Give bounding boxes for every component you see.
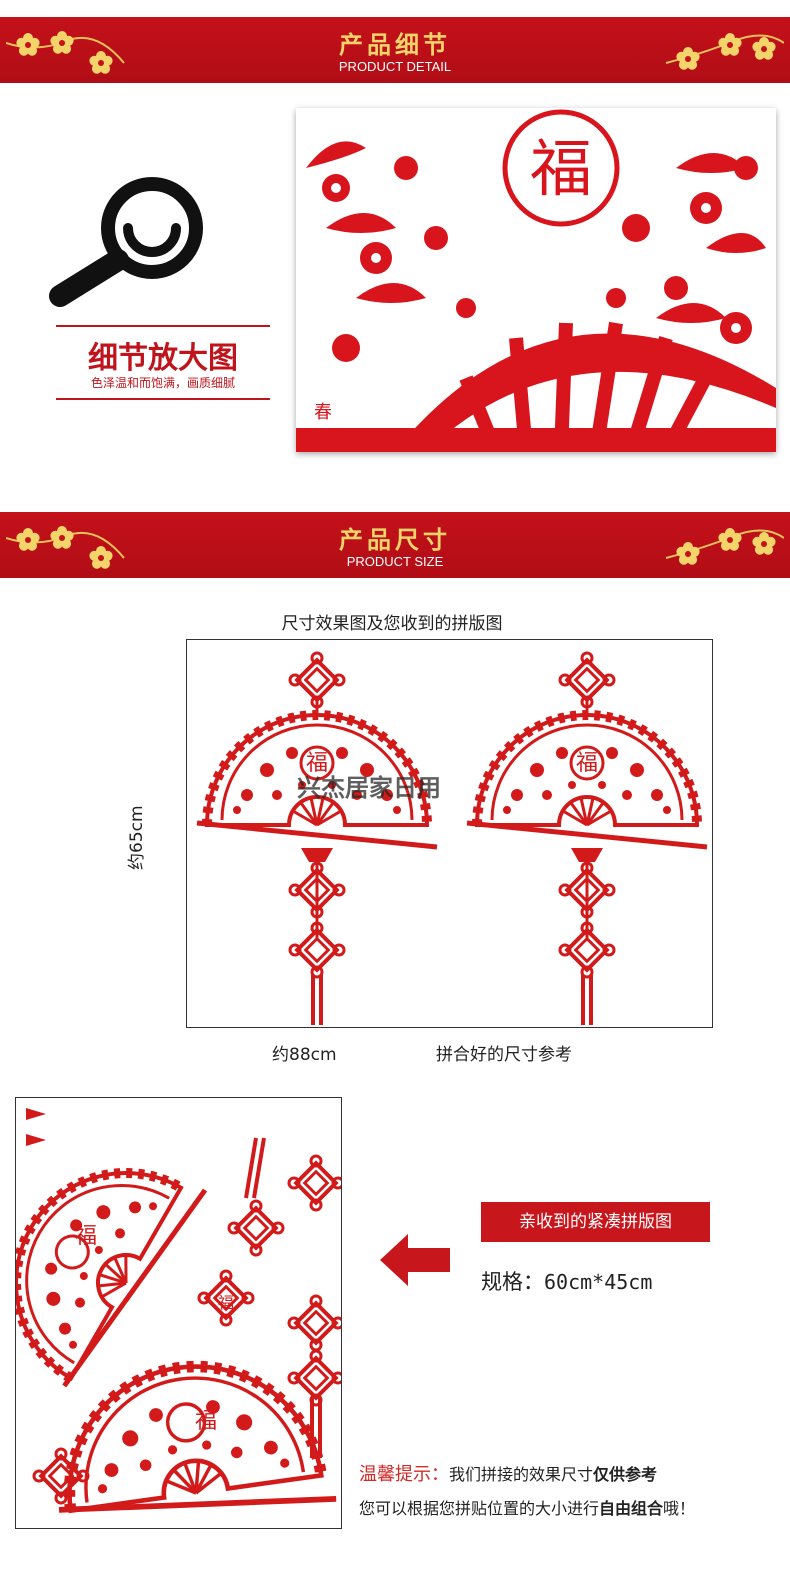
section-title: 产品细节	[339, 30, 451, 59]
divider	[56, 325, 270, 327]
received-layout-label: 亲收到的紧凑拼版图	[481, 1202, 710, 1242]
size-caption: 尺寸效果图及您收到的拼版图	[281, 614, 503, 634]
section-title: 产品尺寸	[339, 525, 451, 554]
height-label: 约65cm	[127, 805, 147, 870]
fu-character: 福	[306, 751, 328, 776]
fu-character: 福	[75, 1224, 97, 1249]
detail-closeup-image: 福 春	[296, 108, 776, 452]
watermark: 兴杰居家日用	[297, 774, 441, 802]
magnifier-icon	[49, 177, 203, 307]
fu-character: 福	[530, 132, 592, 205]
section-subtitle: PRODUCT DETAIL	[338, 59, 452, 74]
section-subtitle: PRODUCT SIZE	[346, 554, 444, 569]
fu-character: 福	[195, 1409, 217, 1434]
divider	[56, 398, 270, 400]
plum-blossom-decoration-left	[6, 31, 125, 74]
plum-blossom-decoration-right	[665, 528, 784, 565]
detail-panel-title: 细节放大图	[88, 341, 238, 376]
plum-blossom-decoration-left	[6, 526, 125, 569]
arrow-left-icon	[380, 1234, 450, 1286]
detail-panel-subtitle: 色泽温和而饱满，画质细腻	[90, 376, 235, 390]
spec-label: 规格：	[481, 1270, 544, 1294]
plum-blossom-decoration-right	[665, 33, 784, 70]
tips-line-1: 温馨提示：我们拼接的效果尺寸仅供参考	[359, 1460, 657, 1486]
tips-line-2: 您可以根据您拼贴位置的大小进行自由组合哦！	[359, 1495, 695, 1519]
tips-text: 我们拼接的效果尺寸	[449, 1465, 594, 1484]
compact-layout-sheet: 福 福 福	[15, 1097, 345, 1529]
spec-line: 规格：60cm*45cm	[481, 1266, 652, 1296]
tips-text: 哦！	[663, 1499, 696, 1518]
assembled-size-label: 拼合好的尺寸参考	[436, 1045, 572, 1065]
tips-emphasis: 自由组合	[599, 1499, 664, 1518]
tips-text: 您可以根据您拼贴位置的大小进行	[359, 1499, 600, 1518]
product-detail-banner: 产品细节 PRODUCT DETAIL	[0, 17, 790, 83]
fu-character: 福	[576, 751, 598, 776]
width-label: 约88cm	[272, 1045, 337, 1065]
spec-value: 60cm*45cm	[544, 1270, 653, 1294]
chun-character: 春	[314, 402, 332, 423]
fu-character: 福	[218, 1293, 234, 1312]
tips-heading: 温馨提示：	[359, 1464, 449, 1485]
product-size-banner: 产品尺寸 PRODUCT SIZE	[0, 512, 790, 578]
assembled-size-preview: 福 福 兴杰居家日用	[186, 639, 713, 1028]
tips-emphasis: 仅供参考	[593, 1465, 658, 1484]
